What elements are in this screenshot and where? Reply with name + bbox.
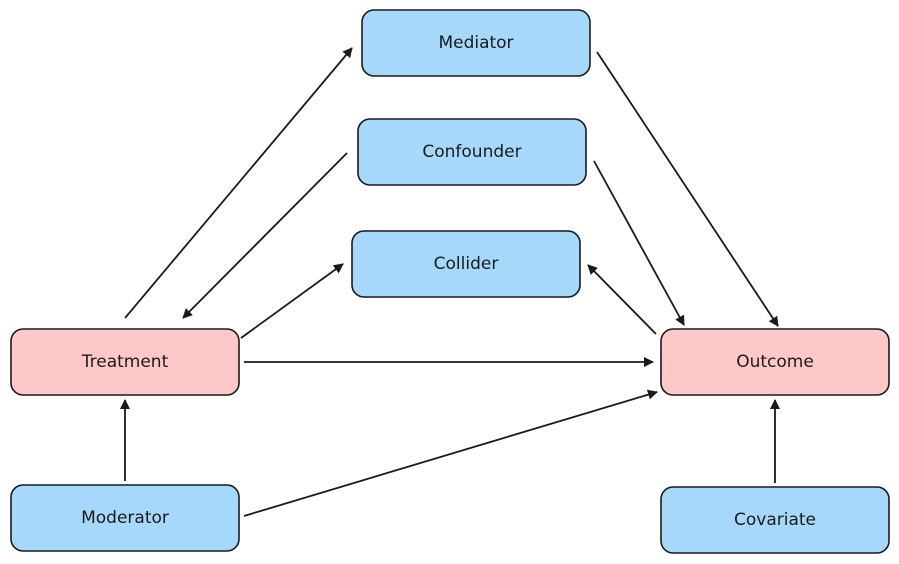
node-covariate-box <box>660 486 890 554</box>
node-moderator[interactable]: Moderator <box>10 484 240 552</box>
node-mediator-label: Mediator <box>438 33 513 53</box>
edge-treatment-to-mediator <box>124 47 353 319</box>
node-collider[interactable]: Collider <box>351 230 581 298</box>
edges <box>120 47 780 517</box>
node-treatment-label: Treatment <box>81 352 169 372</box>
node-mediator-box <box>361 9 591 77</box>
node-outcome-box <box>660 328 890 396</box>
node-collider-label: Collider <box>434 254 499 274</box>
node-confounder[interactable]: Confounder <box>357 118 587 186</box>
node-outcome[interactable]: Outcome <box>660 328 890 396</box>
edge-mediator-to-outcome <box>596 51 779 327</box>
node-outcome-label: Outcome <box>736 352 814 372</box>
node-collider-box <box>351 230 581 298</box>
edge-confounder-to-outcome <box>593 160 685 326</box>
node-mediator[interactable]: Mediator <box>361 9 591 77</box>
node-moderator-box <box>10 484 240 552</box>
node-treatment[interactable]: Treatment <box>10 328 240 396</box>
node-confounder-label: Confounder <box>422 142 521 162</box>
node-moderator-label: Moderator <box>81 508 169 528</box>
edge-treatment-to-collider <box>240 263 344 339</box>
edge-moderator-to-outcome <box>243 389 658 517</box>
node-treatment-box <box>10 328 240 396</box>
node-covariate[interactable]: Covariate <box>660 486 890 554</box>
node-confounder-box <box>357 118 587 186</box>
edge-confounder-to-treatment <box>182 152 348 319</box>
edge-outcome-to-collider <box>587 264 657 335</box>
node-covariate-label: Covariate <box>734 510 816 530</box>
